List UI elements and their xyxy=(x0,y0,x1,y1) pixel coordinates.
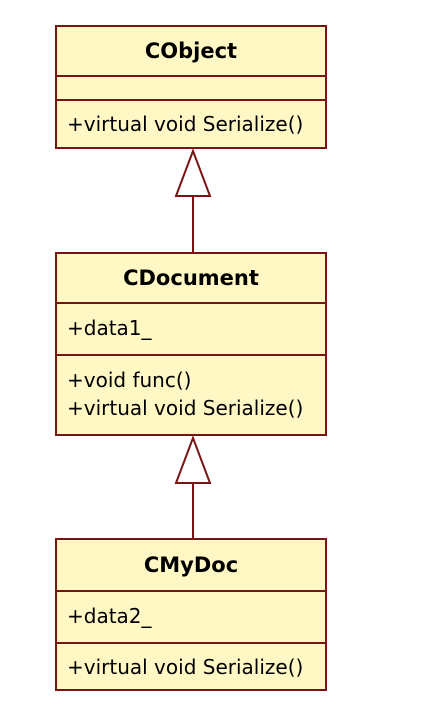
inheritance-arrowhead-icon xyxy=(174,435,212,484)
operation: +virtual void Serialize() xyxy=(67,655,304,679)
operations-compartment: +virtual void Serialize() xyxy=(57,642,325,689)
class-box-cobject: CObject +virtual void Serialize() xyxy=(55,25,327,149)
operation: +virtual void Serialize() xyxy=(67,112,304,136)
generalization-cdocument-to-cobject xyxy=(174,148,212,252)
operations-compartment: +void func() +virtual void Serialize() xyxy=(57,354,325,434)
operations-compartment: +virtual void Serialize() xyxy=(57,99,325,147)
class-box-cmydoc: CMyDoc +data2_ +virtual void Serialize() xyxy=(55,538,327,691)
attributes-compartment: +data1_ xyxy=(57,304,325,354)
generalization-cmydoc-to-cdocument xyxy=(174,435,212,538)
operation: +virtual void Serialize() xyxy=(67,396,304,420)
attributes-compartment: +data2_ xyxy=(57,592,325,642)
attribute: +data1_ xyxy=(67,316,152,340)
class-name: CMyDoc xyxy=(57,540,325,592)
operation: +void func() xyxy=(67,368,192,392)
class-name: CDocument xyxy=(57,254,325,304)
class-name: CObject xyxy=(57,27,325,77)
inheritance-arrowhead-icon xyxy=(174,148,212,197)
attributes-compartment xyxy=(57,77,325,99)
attribute: +data2_ xyxy=(67,604,152,628)
class-box-cdocument: CDocument +data1_ +void func() +virtual … xyxy=(55,252,327,436)
